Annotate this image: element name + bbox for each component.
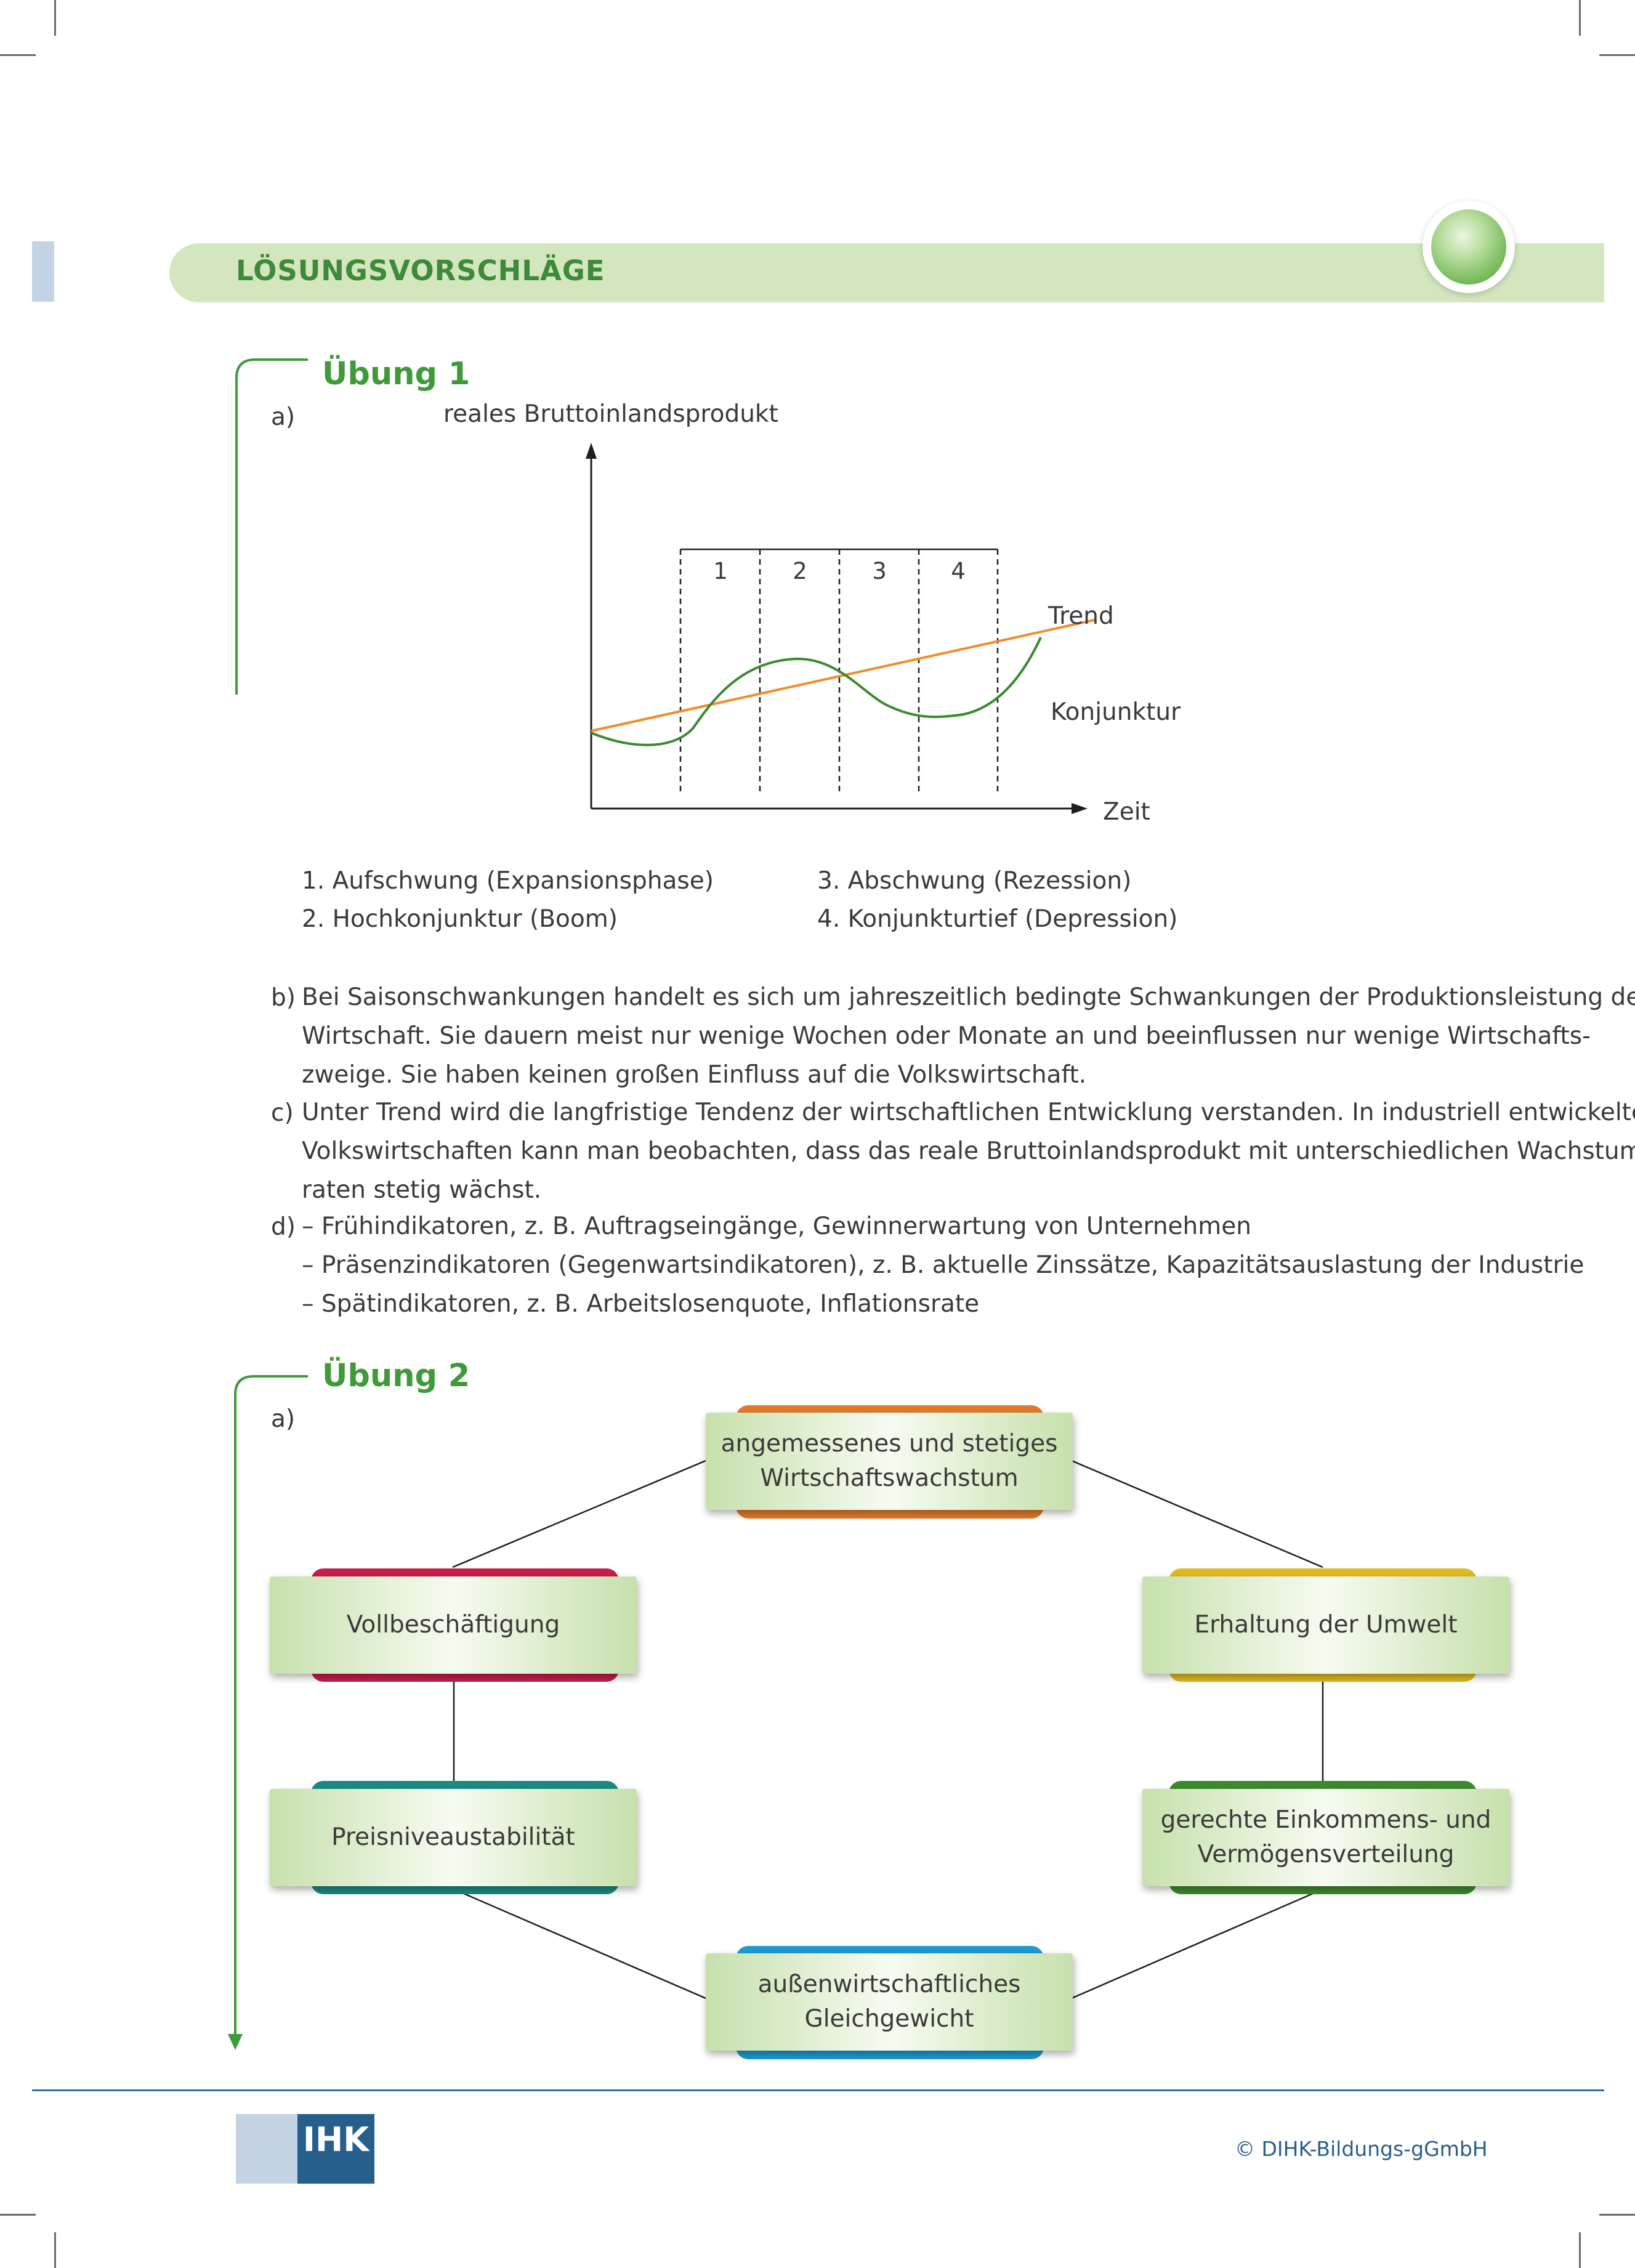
crop-mark [54,2232,56,2268]
part-a-label-2: a) [271,1405,296,1433]
crop-mark [1599,54,1635,56]
answer-d: – Frühindikatoren, z. B. Auftragseingäng… [302,1207,1585,1323]
crop-mark [1599,2214,1635,2216]
answer-b-line: zweige. Sie haben keinen großen Einfluss… [302,1061,1087,1089]
part-d-label: d) [271,1213,296,1241]
goal-box-growth: angemessenes und stetiges Wirtschaftswac… [706,1413,1073,1510]
ihk-logo: IHK [236,2114,374,2184]
goal-box-income-distribution: gerechte Einkommens- und Vermögensvertei… [1142,1789,1509,1886]
copyright: © DIHK-Bildungs-gGmbH [1235,2137,1488,2161]
goal-box-environment: Erhaltung der Umwelt [1142,1576,1509,1674]
bracket-uebung1 [235,358,308,695]
side-tab [32,241,54,302]
ihk-logo-text: IHK [302,2120,369,2159]
part-b-label: b) [271,984,296,1012]
goal-text: Wirtschaftswachstum [760,1464,1019,1492]
indicator-item: – Präsenzindikatoren (Gegenwartsindikato… [302,1251,1585,1279]
trend-label: Trend [1048,602,1114,630]
indicator-item: – Frühindikatoren, z. B. Auftragseingäng… [302,1213,1251,1240]
goal-text: Gleichgewicht [804,2005,974,2033]
x-axis-arrow [1072,803,1088,814]
goal-text: Vollbeschäftigung [346,1611,560,1639]
goal-text: gerechte Einkommens- und [1160,1806,1492,1834]
crop-mark [0,2214,36,2216]
goal-text: angemessenes und stetiges [721,1430,1058,1458]
section-title: LÖSUNGSVORSCHLÄGE [236,254,605,287]
phase-label-3: 3 [872,558,887,584]
phase-legend-item: 1. Aufschwung (Expansionsphase) [302,867,714,895]
answer-b: Bei Saisonschwankungen handelt es sich u… [302,978,1635,1094]
trend-line [591,618,1096,732]
answer-c-line: Volkswirtschaften kann man beobachten, d… [302,1137,1635,1165]
section-band [169,243,1604,302]
business-cycle-chart: 1 2 3 4 [586,443,1096,814]
answer-b-line: Wirtschaft. Sie dauern meist nur wenige … [302,1022,1591,1050]
crop-mark [0,54,36,56]
part-a-label: a) [271,403,296,431]
cycle-label: Konjunktur [1051,698,1181,726]
phase-legend-item: 2. Hochkonjunktur (Boom) [302,905,618,933]
phase-legend-item: 3. Abschwung (Rezession) [817,867,1132,895]
answer-b-line: Bei Saisonschwankungen handelt es sich u… [302,983,1635,1011]
y-axis-arrow [586,443,597,459]
bracket-uebung2-arrow [228,1375,308,2050]
y-axis-label: reales Bruttoinlandsprodukt [443,400,778,428]
phase-label-1: 1 [713,558,728,584]
crop-mark [1579,0,1581,36]
goal-text: außenwirtschaftliches [757,1971,1021,1998]
crop-mark [1579,2232,1581,2268]
green-orb-icon [1423,201,1515,293]
phase-label-2: 2 [793,558,807,584]
crop-mark [54,0,56,36]
phase-label-4: 4 [951,558,966,584]
phase-legend-item: 4. Konjunkturtief (Depression) [817,905,1178,933]
cycle-curve [591,637,1042,746]
footer-rule [32,2089,1604,2091]
answer-c: Unter Trend wird die langfristige Tenden… [302,1093,1635,1209]
x-axis-label: Zeit [1103,798,1150,826]
uebung2-title: Übung 2 [322,1358,470,1394]
answer-c-line: Unter Trend wird die langfristige Tenden… [302,1099,1635,1126]
goal-text: Erhaltung der Umwelt [1194,1611,1458,1639]
goal-text: Preisniveaustabilität [331,1823,575,1851]
uebung1-title: Übung 1 [322,356,470,392]
answer-c-line: raten stetig wächst. [302,1176,542,1204]
goal-box-price-stability: Preisniveaustabilität [270,1789,637,1886]
goal-text: Vermögensverteilung [1197,1841,1455,1868]
indicator-item: – Spätindikatoren, z. B. Arbeitslosenquo… [302,1290,980,1318]
part-c-label: c) [271,1099,294,1127]
goal-box-employment: Vollbeschäftigung [270,1576,637,1674]
goal-box-external-balance: außenwirtschaftliches Gleichgewicht [706,1953,1073,2051]
